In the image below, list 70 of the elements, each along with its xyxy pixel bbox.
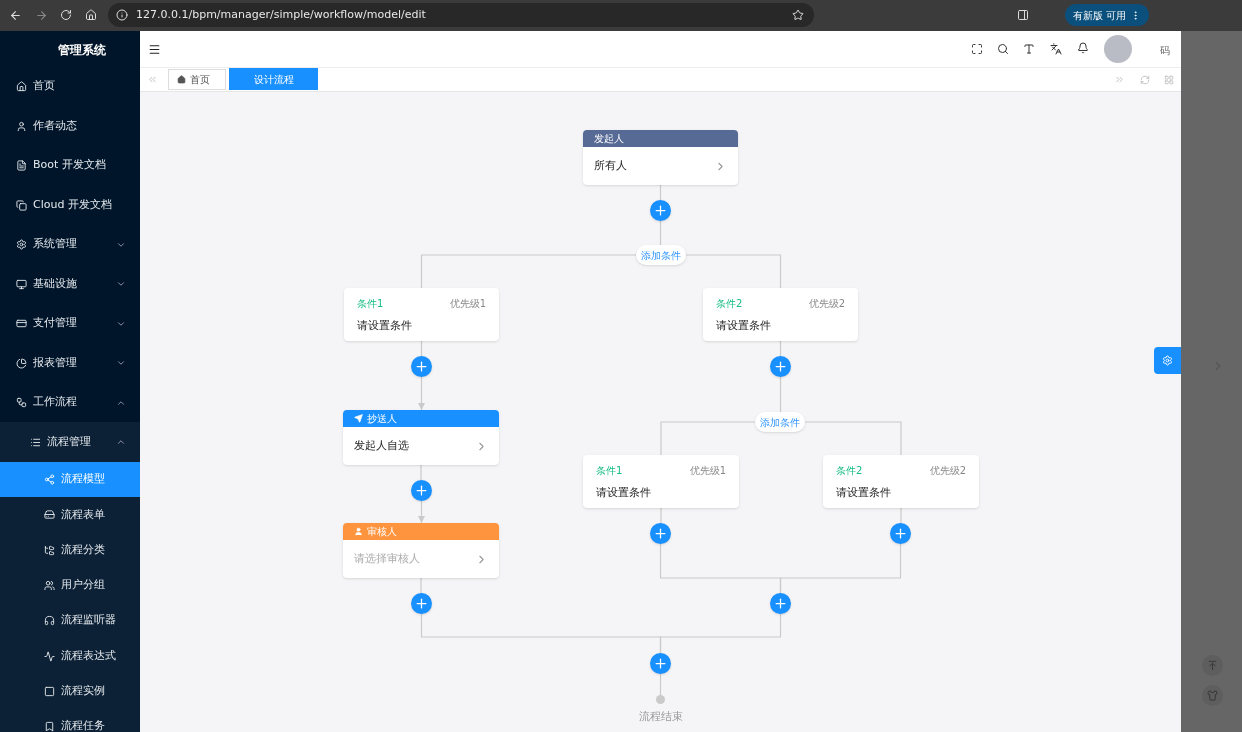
menu-item: 流程任务 bbox=[0, 709, 140, 732]
condition-card bbox=[583, 455, 739, 508]
menu-item: 首页 bbox=[0, 67, 140, 106]
add-button bbox=[770, 356, 791, 377]
active-menu-item: 流程模型 bbox=[0, 462, 140, 497]
menu-item: 流程监听器 bbox=[0, 603, 140, 639]
add-button bbox=[650, 523, 671, 544]
condition-text: 请设置条件 bbox=[836, 485, 892, 501]
priority-text: 优先级1 bbox=[689, 464, 726, 478]
menu-item: 流程表达式 bbox=[0, 638, 140, 674]
card-title: 抄送人 bbox=[367, 412, 397, 426]
condition-title: 条件2 bbox=[836, 464, 863, 478]
condition-card bbox=[823, 455, 979, 508]
menu-item: 流程表单 bbox=[0, 497, 140, 533]
connector bbox=[779, 376, 782, 413]
connector bbox=[659, 220, 662, 246]
condition-text: 请设置条件 bbox=[716, 318, 772, 334]
condition-card bbox=[703, 288, 858, 341]
card-value: 请选择审核人 bbox=[354, 550, 420, 567]
update-button: 有新版 可用 bbox=[1065, 4, 1150, 26]
username-text: 码 bbox=[1160, 44, 1170, 58]
add-button bbox=[411, 356, 432, 377]
condition-card bbox=[344, 288, 499, 341]
connector bbox=[804, 421, 902, 456]
menu-item: 流程实例 bbox=[0, 673, 140, 709]
condition-title: 条件2 bbox=[716, 297, 743, 311]
connector bbox=[418, 500, 425, 524]
connector bbox=[685, 254, 782, 289]
menu-item: 作者动态 bbox=[0, 106, 140, 146]
condition-title: 条件1 bbox=[357, 297, 384, 311]
process-card bbox=[343, 410, 499, 465]
end-label: 流程结束 bbox=[637, 709, 684, 725]
priority-text: 优先级1 bbox=[449, 297, 486, 311]
process-card bbox=[583, 130, 738, 185]
card-value: 所有人 bbox=[594, 157, 627, 174]
add-button bbox=[650, 200, 671, 221]
add-button bbox=[411, 593, 432, 614]
card-title: 审核人 bbox=[367, 525, 397, 539]
menu-item: 工作流程 bbox=[0, 383, 140, 422]
menu-item: Cloud 开发文档 bbox=[0, 185, 140, 225]
add-condition-button: 添加条件 bbox=[755, 412, 805, 432]
menu-item: 流程管理 bbox=[0, 422, 140, 462]
active-tab: 设计流程 bbox=[229, 68, 318, 90]
add-button bbox=[770, 593, 791, 614]
connector bbox=[660, 421, 756, 456]
add-condition-button: 添加条件 bbox=[636, 245, 686, 265]
menu-item: 流程分类 bbox=[0, 532, 140, 568]
menu-item: 报表管理 bbox=[0, 343, 140, 383]
card-title: 发起人 bbox=[594, 132, 624, 146]
menu-item: Boot 开发文档 bbox=[0, 146, 140, 185]
connector bbox=[418, 376, 425, 411]
priority-text: 优先级2 bbox=[929, 464, 966, 478]
tab: 首页 bbox=[168, 69, 226, 90]
card-value: 发起人自选 bbox=[354, 437, 409, 454]
menu-item: 基础设施 bbox=[0, 264, 140, 304]
menu-item: 支付管理 bbox=[0, 304, 140, 343]
connector bbox=[420, 254, 637, 289]
condition-text: 请设置条件 bbox=[357, 318, 413, 334]
priority-text: 优先级2 bbox=[808, 297, 845, 311]
condition-text: 请设置条件 bbox=[596, 485, 652, 501]
add-button bbox=[411, 480, 432, 501]
connector bbox=[659, 673, 662, 696]
add-button bbox=[890, 523, 911, 544]
url-text: 127.0.0.1/bpm/manager/simple/workflow/model/edit bbox=[136, 6, 426, 23]
condition-title: 条件1 bbox=[596, 464, 623, 478]
menu-item: 系统管理 bbox=[0, 225, 140, 264]
app-title: 管理系统 bbox=[58, 42, 106, 59]
menu-item: 用户分组 bbox=[0, 567, 140, 603]
add-button bbox=[650, 653, 671, 674]
process-card bbox=[343, 523, 499, 578]
